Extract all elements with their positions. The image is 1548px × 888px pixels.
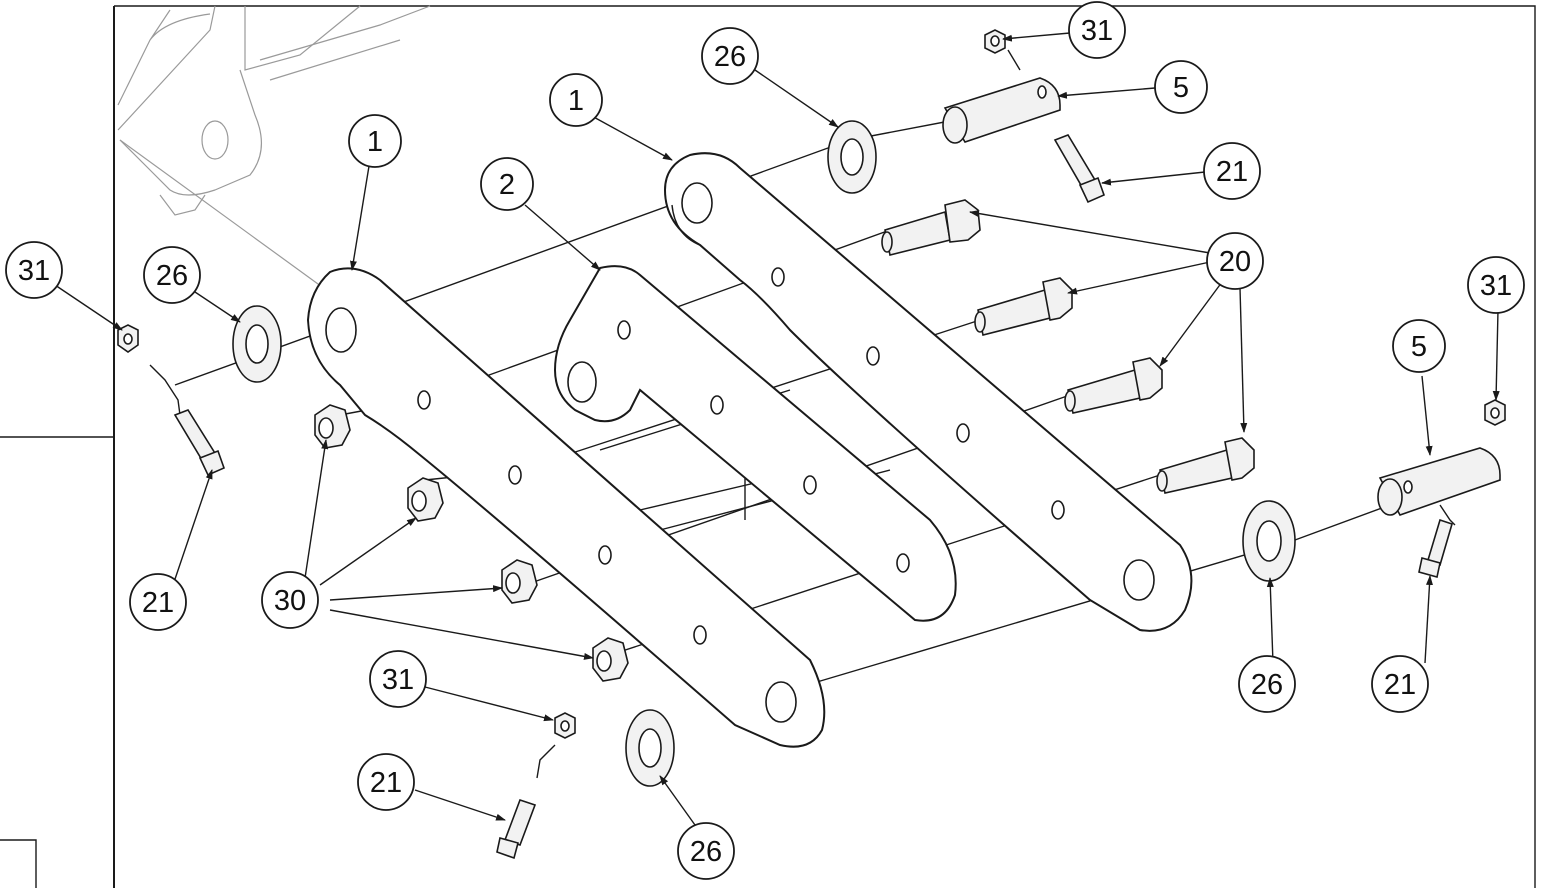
svg-text:21: 21 <box>142 587 174 619</box>
cap-screws <box>173 134 1453 860</box>
washer <box>232 305 282 383</box>
balloon-item-26: 26 <box>1238 655 1296 713</box>
washers <box>232 120 1296 787</box>
pins <box>942 77 1501 516</box>
lock-nut <box>314 404 351 449</box>
hex-bolt <box>1064 357 1163 414</box>
svg-text:2: 2 <box>499 169 515 201</box>
ghost-bracket-outline <box>117 5 431 216</box>
svg-text:5: 5 <box>1173 72 1189 104</box>
balloon-item-21: 21 <box>1203 142 1261 200</box>
balloon-item-31: 31 <box>369 650 427 708</box>
lock-nut <box>592 637 629 682</box>
svg-text:21: 21 <box>1216 156 1248 188</box>
washer <box>625 709 675 787</box>
link-plate-back <box>663 152 1193 632</box>
lock-nut <box>501 559 538 604</box>
cap-screw <box>1053 134 1106 204</box>
hex-bolts <box>881 199 1255 494</box>
balloon-item-21: 21 <box>357 753 415 811</box>
balloon-item-31: 31 <box>1467 256 1525 314</box>
washer <box>827 120 877 194</box>
svg-text:31: 31 <box>18 255 50 287</box>
balloon-item-21: 21 <box>129 573 187 631</box>
balloon-item-31: 31 <box>1068 1 1126 59</box>
balloon-item-26: 26 <box>677 822 735 880</box>
svg-text:1: 1 <box>568 85 584 117</box>
balloon-item-5: 5 <box>1154 60 1208 114</box>
leader-lines <box>54 32 1500 833</box>
balloon-item-26: 26 <box>701 27 759 85</box>
svg-text:1: 1 <box>367 126 383 158</box>
svg-text:26: 26 <box>690 836 722 868</box>
lock-nut <box>407 477 444 522</box>
hex-bolt <box>1156 437 1255 494</box>
pin <box>1377 447 1501 516</box>
svg-text:26: 26 <box>156 260 188 292</box>
svg-text:26: 26 <box>714 41 746 73</box>
small-nut <box>554 712 576 739</box>
cap-screw <box>1418 518 1453 578</box>
svg-text:31: 31 <box>1081 15 1113 47</box>
svg-text:26: 26 <box>1251 669 1283 701</box>
drawing-frame <box>0 5 1536 888</box>
balloon-item-1: 1 <box>549 73 603 127</box>
svg-text:20: 20 <box>1219 246 1251 278</box>
hex-bolt <box>974 277 1073 336</box>
small-nuts <box>117 29 1506 739</box>
cap-screw <box>173 409 226 477</box>
small-nut <box>117 324 139 353</box>
svg-text:31: 31 <box>1480 270 1512 302</box>
link-plate-front <box>306 267 826 748</box>
small-nut <box>984 29 1006 54</box>
balloon-item-5: 5 <box>1392 319 1446 373</box>
washer <box>1242 500 1296 582</box>
balloon-callouts: 1 1 2 5 5 20 21 21 21 21 26 26 26 26 30 … <box>5 1 1525 880</box>
balloon-item-30: 30 <box>261 571 319 629</box>
balloon-item-20: 20 <box>1206 232 1264 290</box>
balloon-item-2: 2 <box>480 157 534 211</box>
hex-bolt <box>881 199 981 256</box>
svg-text:30: 30 <box>274 585 306 617</box>
link-plate-middle <box>553 265 957 622</box>
svg-text:5: 5 <box>1411 331 1427 363</box>
svg-text:31: 31 <box>382 664 414 696</box>
svg-text:21: 21 <box>1384 669 1416 701</box>
pin <box>942 77 1061 144</box>
balloon-item-26: 26 <box>143 246 201 304</box>
cap-screw <box>496 798 537 860</box>
balloon-item-31: 31 <box>5 241 63 299</box>
balloon-item-21: 21 <box>1371 655 1429 713</box>
balloon-item-1: 1 <box>348 114 402 168</box>
lock-nuts <box>314 404 629 682</box>
svg-text:21: 21 <box>370 767 402 799</box>
small-nut <box>1484 399 1506 426</box>
